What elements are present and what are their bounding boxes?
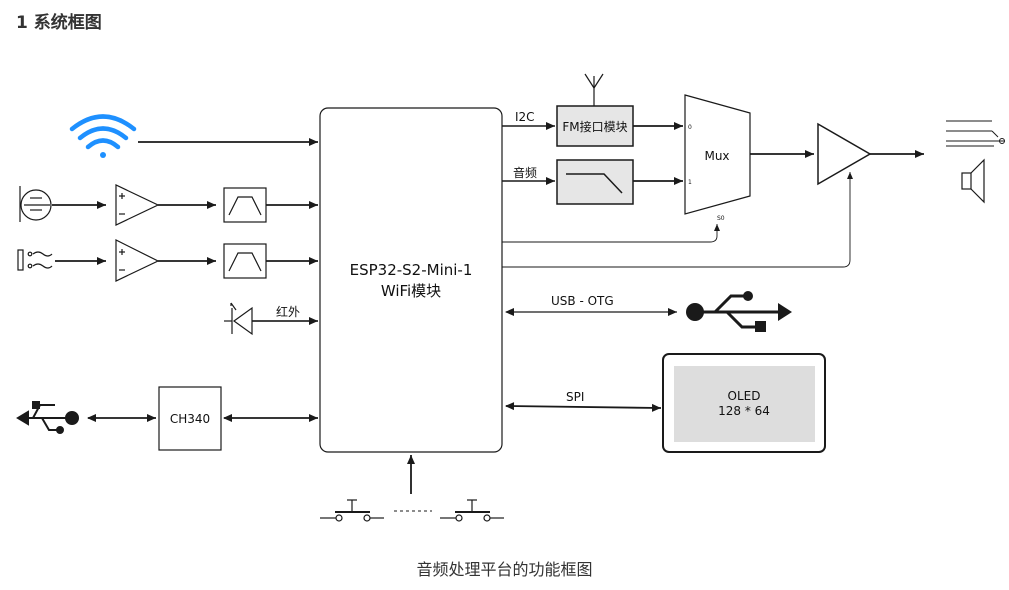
i2c-label: I2C <box>515 110 535 124</box>
mux-select-label: S0 <box>717 215 725 222</box>
speaker-icon <box>961 158 985 204</box>
infrared-diode-icon <box>224 302 318 336</box>
ch340-label: CH340 <box>170 412 210 426</box>
fm-module: FM接口模块 <box>556 105 634 147</box>
ch340-chip: CH340 <box>158 386 222 451</box>
infrared-label: 红外 <box>276 304 300 319</box>
section-heading: 1 系统框图 <box>16 13 102 33</box>
mux-input-0-label: 0 <box>688 124 692 131</box>
esp32-sublabel: WiFi模块 <box>381 282 441 300</box>
mux-select-link <box>502 224 720 243</box>
bandpass-filter-1 <box>223 187 267 223</box>
linein-amplifier <box>115 239 160 282</box>
oled-label: OLED <box>728 389 761 403</box>
oled-resolution: 128 * 64 <box>718 404 770 418</box>
spi-link <box>505 402 662 412</box>
spi-label: SPI <box>566 390 584 404</box>
bandpass-filter-2 <box>223 243 267 279</box>
esp32-module: ESP32-S2-Mini-1 WiFi模块 <box>319 107 503 453</box>
power-amplifier <box>817 122 872 186</box>
lowpass-filter-module <box>556 159 634 205</box>
usb-icon-right <box>686 291 792 332</box>
amp-control-link <box>502 172 853 268</box>
esp32-label: ESP32-S2-Mini-1 <box>350 261 473 279</box>
push-button-2-icon <box>440 499 504 522</box>
audio-jack-icon <box>946 120 1005 147</box>
usb-otg-label: USB - OTG <box>551 294 614 308</box>
antenna-icon <box>584 73 604 106</box>
oled-display: OLED 128 * 64 <box>662 353 826 453</box>
line-in-icon <box>17 249 53 271</box>
usb-icon-left <box>16 401 79 434</box>
mux-label: Mux <box>704 149 729 163</box>
audio-label: 音频 <box>513 165 537 180</box>
fm-module-label: FM接口模块 <box>562 119 627 134</box>
figure-caption: 音频处理平台的功能框图 <box>416 560 593 579</box>
wifi-icon <box>69 114 137 158</box>
push-button-1-icon <box>320 499 384 522</box>
mux-input-1-label: 1 <box>688 179 692 186</box>
mic-amplifier <box>115 184 160 226</box>
microphone-icon <box>19 186 52 222</box>
mux-block: Mux 0 1 S0 <box>684 94 751 222</box>
